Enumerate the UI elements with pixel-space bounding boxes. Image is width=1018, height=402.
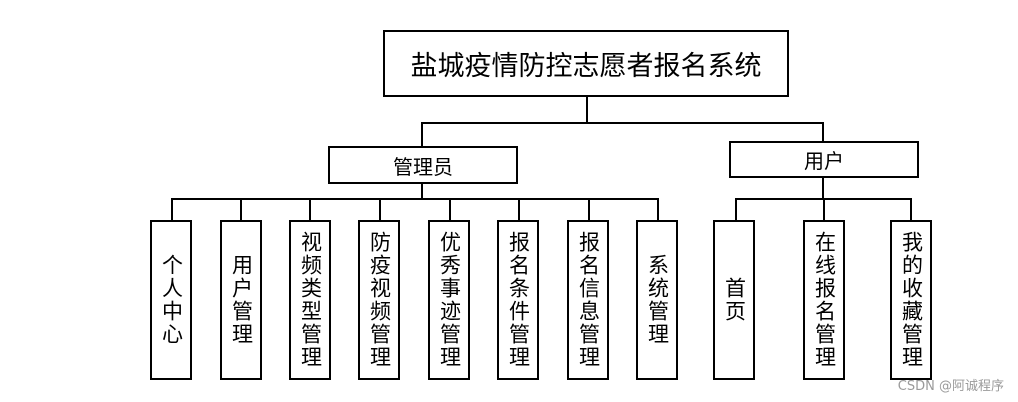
- module-label: 我的收藏管理: [899, 231, 924, 369]
- module-label: 报名信息管理: [576, 231, 601, 369]
- connector-admin-module-1: [171, 198, 173, 221]
- connector-user-module-3: [910, 198, 912, 221]
- module-box-home: 首页: [713, 220, 755, 380]
- connector-user-module-1: [735, 198, 737, 221]
- connector-admin-horizontal: [171, 198, 659, 200]
- connector-user-up: [822, 122, 824, 142]
- connector-admin-module-7: [588, 198, 590, 221]
- module-box-excellent-deeds-management: 优秀事迹管理: [428, 220, 470, 380]
- module-label: 视频类型管理: [298, 231, 323, 369]
- module-box-system-management: 系统管理: [636, 220, 678, 380]
- connector-user-down: [822, 177, 824, 199]
- role-label-admin: 管理员: [393, 154, 453, 179]
- connector-user-module-2: [823, 198, 825, 221]
- connector-admin-module-2: [240, 198, 242, 221]
- module-box-registration-info-management: 报名信息管理: [567, 220, 609, 380]
- module-box-user-management: 用户管理: [220, 220, 262, 380]
- module-box-registration-conditions-management: 报名条件管理: [497, 220, 539, 380]
- module-box-personal-center: 个人中心: [150, 220, 192, 380]
- system-title-box: 盐城疫情防控志愿者报名系统: [383, 30, 789, 97]
- module-label: 优秀事迹管理: [437, 231, 462, 369]
- module-box-video-type-management: 视频类型管理: [289, 220, 331, 380]
- module-box-my-favorites-management: 我的收藏管理: [890, 220, 932, 380]
- connector-top-horizontal: [421, 122, 824, 124]
- module-label: 系统管理: [645, 254, 670, 346]
- connector-admin-module-8: [657, 198, 659, 221]
- connector-admin-module-3: [309, 198, 311, 221]
- module-label: 用户管理: [229, 254, 254, 346]
- module-label: 首页: [722, 277, 747, 323]
- module-label: 在线报名管理: [812, 231, 837, 369]
- connector-admin-module-5: [449, 198, 451, 221]
- connector-admin-module-4: [379, 198, 381, 221]
- module-box-online-registration-management: 在线报名管理: [803, 220, 845, 380]
- csdn-watermark: CSDN @阿诚程序: [897, 379, 1004, 394]
- module-label: 防疫视频管理: [367, 231, 392, 369]
- connector-admin-module-6: [518, 198, 520, 221]
- connector-admin-up: [421, 122, 423, 147]
- module-box-epidemic-video-management: 防疫视频管理: [358, 220, 400, 380]
- connector-title-down: [586, 96, 588, 123]
- connector-admin-down: [421, 183, 423, 199]
- system-title: 盐城疫情防控志愿者报名系统: [410, 51, 762, 82]
- module-label: 报名条件管理: [506, 231, 531, 369]
- role-box-admin: 管理员: [328, 146, 518, 184]
- role-box-user: 用户: [729, 141, 919, 178]
- role-label-user: 用户: [804, 149, 844, 173]
- module-label: 个人中心: [159, 254, 184, 346]
